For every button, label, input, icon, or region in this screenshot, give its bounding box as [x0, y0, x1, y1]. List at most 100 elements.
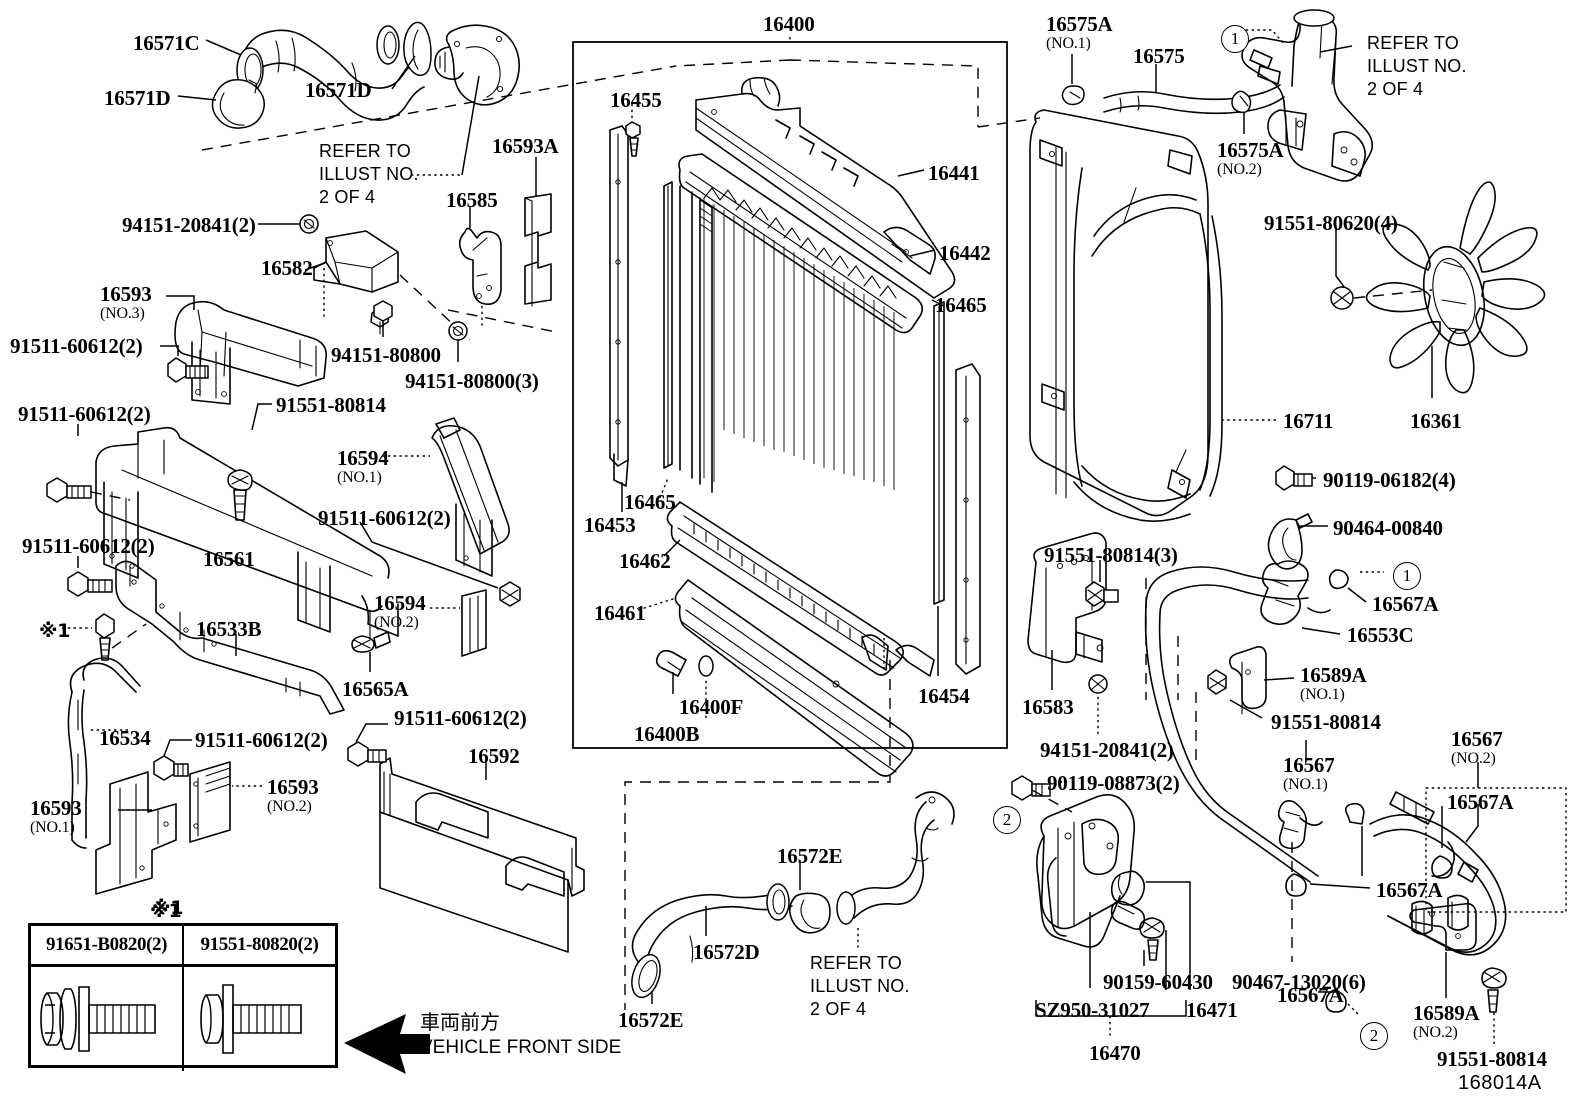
part-callout-94151208412[interactable]: 94151-20841(2): [1040, 739, 1174, 762]
part-callout-16534[interactable]: 16534: [99, 727, 151, 750]
part-number: 16582: [261, 256, 313, 280]
bolt-table-col-1: 91651-B0820(2): [31, 926, 184, 964]
part-callout-16583[interactable]: 16583: [1022, 696, 1074, 719]
part-callout-16572E[interactable]: 16572E: [618, 1008, 684, 1032]
part-callout-91511606122[interactable]: 91511-60612(2): [318, 507, 451, 530]
part-callout-16572D[interactable]: 16572D: [693, 941, 760, 964]
circle-ref-1[interactable]: 1: [1221, 25, 1249, 53]
part-callout-16561[interactable]: 16561: [203, 548, 255, 571]
part-callout-16589A[interactable]: 16589A(NO.2): [1413, 1002, 1480, 1041]
part-callout-91511606122[interactable]: 91511-60612(2): [394, 707, 527, 730]
part-callout-16462[interactable]: 16462: [619, 550, 671, 573]
part-number: 90464-00840: [1333, 516, 1443, 540]
part-callout-16567A[interactable]: 16567A: [1376, 879, 1443, 902]
part-callout-16455[interactable]: 16455: [610, 89, 662, 112]
part-number: 91511-60612(2): [22, 534, 155, 558]
part-number: 90119-08873(2): [1047, 771, 1180, 795]
part-number: 16567A: [1447, 790, 1514, 814]
bolt-table-col-2: 91551-80820(2): [200, 934, 319, 955]
part-callout-90119088732[interactable]: 90119-08873(2): [1047, 771, 1180, 795]
bolt-table-cell-2: [184, 967, 335, 1071]
part-callout-16575A[interactable]: 16575A(NO.2): [1217, 138, 1284, 178]
part-callout-91511606122[interactable]: 91511-60612(2): [10, 335, 143, 358]
part-callout-9015960430[interactable]: 90159-60430: [1103, 971, 1213, 994]
part-callout-16567[interactable]: 16567(NO.1): [1283, 754, 1335, 793]
part-callout-16465[interactable]: 16465: [935, 294, 987, 317]
part-number: 90119-06182(4): [1323, 468, 1456, 492]
part-callout-9155180814[interactable]: 91551-80814: [1437, 1048, 1547, 1071]
part-callout-16465[interactable]: 16465: [624, 491, 676, 514]
circle-ref-2[interactable]: 2: [1360, 1022, 1388, 1050]
part-number: 91551-80814(3): [1044, 543, 1178, 567]
part-callout-16567A[interactable]: 16567A: [1447, 790, 1514, 814]
part-callout-94151208412[interactable]: 94151-20841(2): [122, 213, 256, 237]
part-callout-16454[interactable]: 16454: [918, 685, 970, 708]
circle-ref-2[interactable]: 2: [993, 806, 1021, 834]
part-callout-16571D[interactable]: 16571D: [104, 87, 171, 110]
part-callout-9046400840[interactable]: 90464-00840: [1333, 516, 1443, 540]
part-number: 16572E: [618, 1008, 684, 1032]
part-callout-91511606122[interactable]: 91511-60612(2): [22, 534, 155, 558]
part-callout-16471[interactable]: 16471: [1186, 999, 1238, 1022]
part-number: 91551-80814: [276, 393, 386, 417]
part-callout-16571C[interactable]: 16571C: [133, 31, 200, 55]
part-callout-16567A[interactable]: 16567A: [1372, 593, 1439, 616]
part-number: 16567: [1451, 727, 1503, 751]
part-callout-16585[interactable]: 16585: [446, 189, 498, 212]
part-callout-9155180814[interactable]: 91551-80814: [276, 393, 386, 417]
part-callout-16470[interactable]: 16470: [1089, 1042, 1141, 1065]
part-callout-16593A[interactable]: 16593A: [492, 135, 559, 158]
part-number: 94151-20841(2): [122, 213, 256, 237]
part-callout-91551806204[interactable]: 91551-80620(4): [1264, 212, 1398, 235]
refer-note-3: REFER TO ILLUST NO. 2 OF 4: [810, 952, 910, 1021]
part-callout-16400F[interactable]: 16400F: [679, 695, 744, 719]
part-callout-16593[interactable]: 16593(NO.3): [100, 283, 152, 322]
part-callout-16575[interactable]: 16575: [1133, 45, 1185, 68]
part-callout-16593[interactable]: 16593(NO.1): [30, 797, 82, 836]
circle-ref-1[interactable]: 1: [1393, 562, 1421, 590]
part-number: SZ950-31027: [1035, 998, 1150, 1022]
part-number: 16400F: [679, 695, 744, 719]
part-callout-16711[interactable]: 16711: [1283, 410, 1334, 433]
part-callout-16565A[interactable]: 16565A: [342, 678, 409, 701]
part-number: 94151-80800: [331, 343, 441, 367]
part-callout-16533B[interactable]: 16533B: [196, 618, 262, 641]
part-callout-16400B[interactable]: 16400B: [634, 723, 700, 746]
part-callout-SZ95031027[interactable]: SZ950-31027: [1035, 998, 1150, 1022]
part-callout-91511606122[interactable]: 91511-60612(2): [18, 403, 151, 426]
part-callout-16594[interactable]: 16594(NO.2): [374, 592, 426, 631]
part-callout-94151808003[interactable]: 94151-80800(3): [405, 370, 539, 393]
part-callout-16567A[interactable]: 16567A: [1277, 984, 1344, 1007]
part-callout-16442[interactable]: 16442: [939, 242, 991, 265]
part-callout-9415180800[interactable]: 94151-80800: [331, 343, 441, 367]
part-callout-16593[interactable]: 16593(NO.2): [267, 776, 319, 815]
part-callout-16592[interactable]: 16592: [468, 745, 520, 768]
part-callout-91551808143[interactable]: 91551-80814(3): [1044, 543, 1178, 567]
part-callout-16453[interactable]: 16453: [584, 513, 636, 537]
part-number: 16571C: [133, 31, 200, 55]
part-callout-16567[interactable]: 16567(NO.2): [1451, 727, 1503, 767]
part-callout-16441[interactable]: 16441: [928, 161, 980, 185]
refer-line-3: 2 OF 4: [1367, 78, 1424, 99]
part-callout-16361[interactable]: 16361: [1410, 410, 1462, 433]
part-number: 16453: [584, 513, 636, 537]
part-suffix: (NO.2): [1451, 749, 1496, 767]
part-suffix: (NO.3): [100, 304, 145, 322]
part-callout-16571D[interactable]: 16571D: [305, 79, 372, 102]
part-callout-16589A[interactable]: 16589A(NO.1): [1300, 664, 1367, 703]
part-callout-90467130206[interactable]: 90467-13020(6): [1232, 971, 1366, 994]
part-callout-16461[interactable]: 16461: [594, 602, 646, 625]
part-callout-90119061824[interactable]: 90119-06182(4): [1323, 468, 1456, 492]
part-number: 16575A: [1217, 138, 1284, 162]
part-callout-16572E[interactable]: 16572E: [777, 844, 843, 868]
part-callout-91511606122[interactable]: 91511-60612(2): [195, 729, 328, 752]
part-callout-16553C[interactable]: 16553C: [1347, 624, 1414, 647]
part-callout-16400[interactable]: 16400: [763, 13, 815, 36]
part-callout-16594[interactable]: 16594(NO.1): [337, 447, 389, 486]
part-callout-16575A[interactable]: 16575A(NO.1): [1046, 13, 1113, 52]
part-number: 16572E: [777, 844, 843, 868]
refer-line-1: REFER TO: [810, 953, 902, 973]
part-callout-9155180814[interactable]: 91551-80814: [1271, 711, 1381, 734]
part-number: 16441: [928, 161, 980, 185]
part-callout-16582[interactable]: 16582: [261, 256, 313, 280]
